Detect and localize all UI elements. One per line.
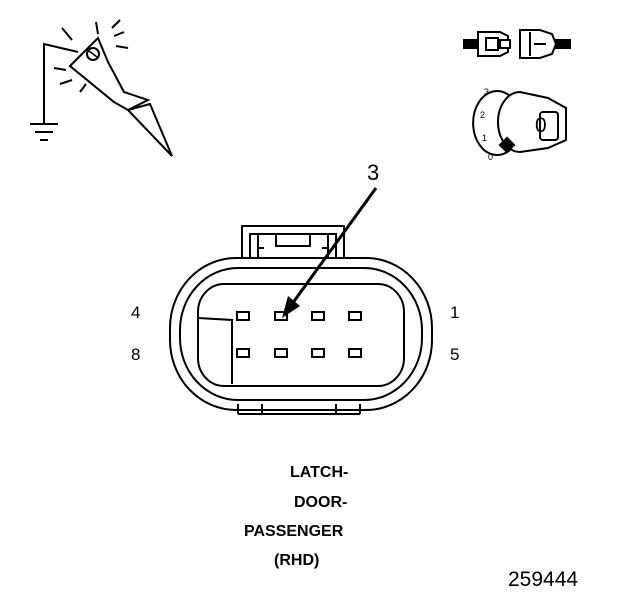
pin-4 [236, 311, 250, 321]
key-label: 0 [535, 114, 547, 137]
switch-position-0: 0 [488, 152, 494, 162]
test-probe-ground-icon [30, 19, 173, 157]
callout-arrow [282, 187, 378, 318]
pin-label-bottom-right: 5 [450, 345, 460, 364]
pin-2 [311, 311, 325, 321]
caption-line-4: (RHD) [274, 552, 320, 569]
pin-label-top-left: 4 [131, 303, 141, 322]
connector-housing [169, 225, 433, 415]
pin-7 [274, 348, 288, 358]
pin-1 [348, 311, 362, 321]
ignition-key-off-icon [472, 90, 567, 156]
pin-3 [274, 311, 288, 321]
callout-number: 3 [367, 160, 380, 185]
pin-5 [348, 348, 362, 358]
switch-position-1: 1 [482, 133, 488, 143]
caption-line-3: PASSENGER [244, 523, 344, 540]
switch-position-3: 3 [484, 87, 490, 97]
switch-position-2: 2 [480, 110, 486, 120]
figure-number: 259444 [508, 568, 579, 591]
caption-line-2: DOOR- [294, 494, 348, 511]
pin-6 [311, 348, 325, 358]
pin-label-bottom-left: 8 [131, 345, 141, 364]
pin-cavities [236, 311, 362, 358]
pin-label-top-right: 1 [450, 303, 460, 322]
disconnected-connector-icon [463, 29, 571, 59]
caption-line-1: LATCH- [290, 464, 349, 481]
pin-8 [236, 348, 250, 358]
